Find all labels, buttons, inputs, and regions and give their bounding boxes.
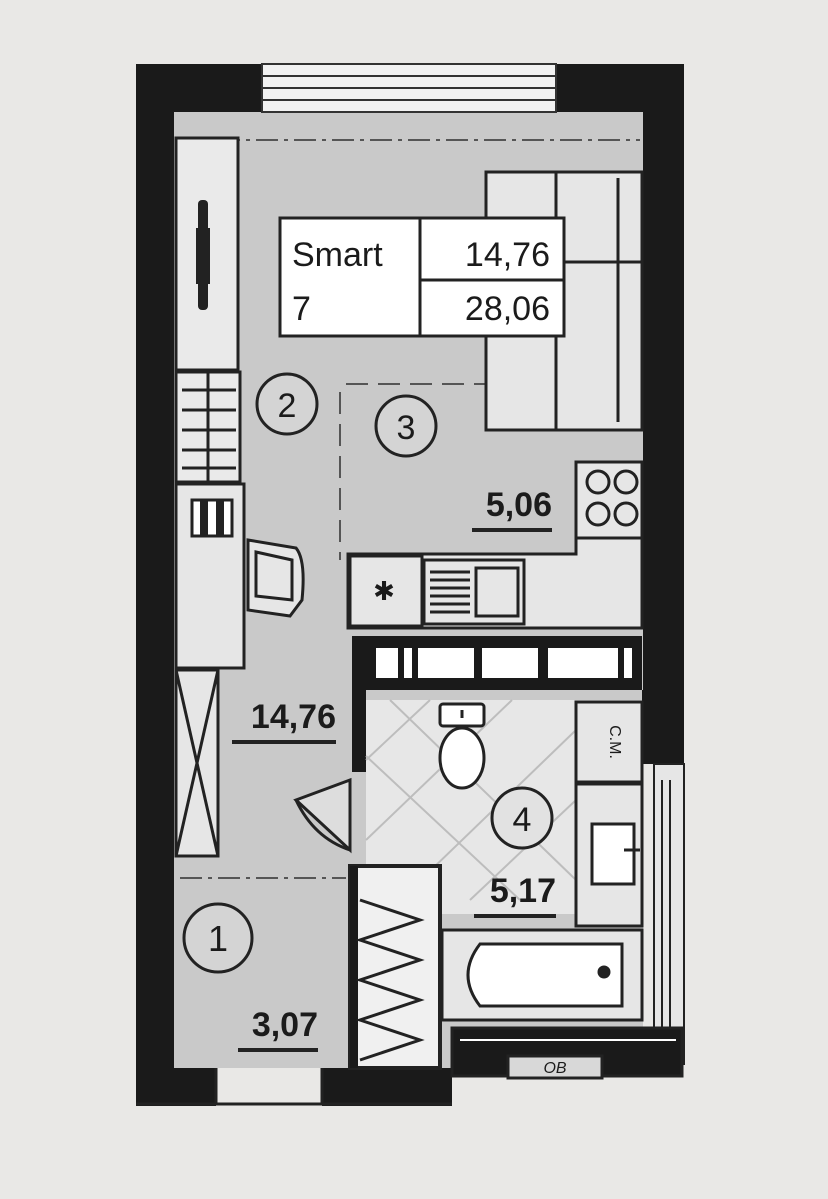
ventilation-label: ОВ (543, 1060, 566, 1077)
room-marker-1: 1 (182, 902, 254, 974)
wardrobe (174, 136, 240, 372)
toilet-icon (438, 702, 486, 790)
bathroom-door (293, 777, 352, 854)
info-box: Smart 7 14,76 28,06 (278, 216, 566, 338)
room-area-1: 3,07 (252, 1006, 318, 1044)
washing-machine (574, 700, 644, 784)
tiled-niche (348, 864, 442, 1070)
entry-wardrobe (174, 668, 220, 858)
desk (174, 482, 246, 670)
info-type-label: Smart (292, 236, 383, 274)
room-area-2: 14,76 (251, 698, 336, 736)
room-area-4: 5,17 (490, 872, 556, 910)
info-total-area: 28,06 (465, 290, 550, 328)
entrance-door (136, 1068, 452, 1106)
washing-machine-label: С.М. (606, 725, 623, 759)
ventilation-shaft (450, 1026, 684, 1080)
bathtub (440, 928, 644, 1022)
room-area-3: 5,06 (486, 486, 552, 524)
window (261, 63, 557, 113)
chair (246, 538, 305, 618)
side-panel (653, 763, 685, 1065)
room-number-1: 1 (208, 918, 228, 959)
room-number-4: 4 (513, 801, 532, 839)
stove-icon (585, 469, 639, 527)
room-number-3: 3 (397, 409, 416, 447)
inner-partition (352, 636, 684, 772)
info-living-area: 14,76 (465, 236, 550, 274)
kitchen-sink (422, 558, 526, 626)
room-number-2: 2 (278, 387, 297, 425)
room-marker-3: 3 (374, 394, 438, 458)
info-number: 7 (292, 290, 311, 328)
shelving-unit (174, 370, 242, 484)
outer-walls (136, 64, 684, 1106)
fridge (348, 554, 424, 628)
room-marker-2: 2 (255, 372, 319, 436)
bathroom-sink (574, 782, 644, 928)
room-marker-4: 4 (490, 786, 554, 850)
fridge-symbol: ✱ (373, 576, 395, 606)
